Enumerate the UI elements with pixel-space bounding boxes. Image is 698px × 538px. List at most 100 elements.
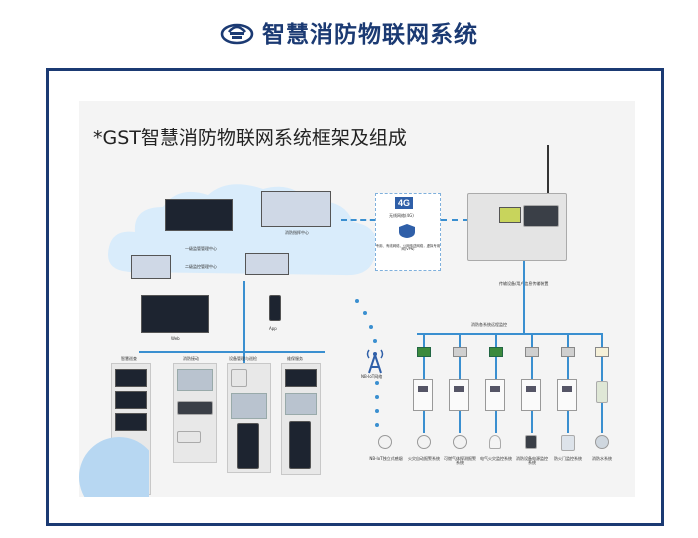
gateway-keypad bbox=[523, 205, 559, 227]
apps-bus-line bbox=[139, 351, 325, 353]
drop-3 bbox=[531, 333, 533, 347]
app-screen-0b bbox=[115, 391, 147, 409]
smoke-detector bbox=[417, 435, 431, 449]
nb-dot bbox=[375, 381, 379, 385]
page-title: 智慧消防物联网系统 bbox=[262, 22, 478, 48]
drop-1 bbox=[459, 333, 461, 347]
diagram-title: *GST智慧消防物联网系统框架及组成 bbox=[93, 127, 407, 149]
controller-2 bbox=[485, 379, 505, 411]
network-dashed-line bbox=[341, 219, 395, 221]
drop-0 bbox=[423, 333, 425, 347]
drop-0c bbox=[423, 411, 425, 433]
network-vpn-label: 专用、有线网络，公网传送网络，虚拟专用网(VPN) bbox=[375, 244, 441, 252]
subsystem-label-0: NB-IoT独立式感烟 bbox=[369, 456, 403, 461]
power-monitor bbox=[525, 435, 537, 449]
module-4 bbox=[561, 347, 575, 357]
drop-4c bbox=[567, 411, 569, 433]
water-sensor bbox=[596, 381, 608, 403]
diagram-frame: *GST智慧消防物联网系统框架及组成 消防指挥中心 一级监管管理中心 二级监控管… bbox=[46, 68, 664, 526]
trunk-line bbox=[243, 281, 245, 401]
page-header: 智慧消防物联网系统 bbox=[0, 14, 698, 50]
drop-4 bbox=[567, 333, 569, 347]
network-wireless-label: 无线网络(4G) bbox=[389, 213, 414, 218]
subsystem-label-3: 电气火灾监控系统 bbox=[480, 456, 512, 461]
pressure-gauge bbox=[595, 435, 609, 449]
drop-2b bbox=[495, 357, 497, 379]
current-sensor bbox=[489, 435, 501, 449]
module-3 bbox=[525, 347, 539, 357]
drop-5 bbox=[601, 333, 603, 347]
app-label-2: 设备管理与巡检 bbox=[229, 356, 257, 361]
nb-dot bbox=[375, 395, 379, 399]
module-2 bbox=[489, 347, 503, 357]
network-dashed-line-2 bbox=[441, 219, 469, 221]
nb-dot bbox=[363, 311, 367, 315]
app-screen-3a bbox=[285, 369, 317, 387]
architecture-diagram: *GST智慧消防物联网系统框架及组成 消防指挥中心 一级监管管理中心 二级监控管… bbox=[79, 101, 635, 497]
gateway-monitoring-label: 消防各系统远程监控 bbox=[471, 322, 507, 327]
fire-control-screen bbox=[261, 191, 331, 227]
controller-0 bbox=[413, 379, 433, 411]
badge-4g: 4G bbox=[395, 197, 414, 209]
app-label-0: 智慧巡查 bbox=[121, 356, 137, 361]
nb-dot bbox=[375, 423, 379, 427]
app-label: App bbox=[269, 326, 277, 331]
subsystem-bus-line bbox=[417, 333, 603, 335]
app-label-3: 维保服务 bbox=[287, 356, 303, 361]
nfc-tag bbox=[231, 369, 247, 387]
subsystem-label-1: 火灾自动报警系统 bbox=[408, 456, 440, 461]
app-screen-0a bbox=[115, 369, 147, 387]
web-monitor bbox=[141, 295, 209, 333]
drop-5c bbox=[601, 403, 603, 433]
level1-photo bbox=[131, 255, 171, 279]
cloud-label-level1: 一级监管管理中心 bbox=[185, 246, 217, 251]
subsystem-label-2: 可燃气体探测报警系统 bbox=[444, 456, 476, 465]
module-5 bbox=[595, 347, 609, 357]
drop-3b bbox=[531, 357, 533, 379]
nb-dot bbox=[375, 409, 379, 413]
app-phone bbox=[269, 295, 281, 321]
controller-3 bbox=[521, 379, 541, 411]
nb-dot bbox=[373, 339, 377, 343]
decor-circle bbox=[79, 437, 149, 497]
app-screen-0c bbox=[115, 413, 147, 431]
drop-5b bbox=[601, 357, 603, 381]
smoke-detector-nbiot bbox=[378, 435, 392, 449]
drop-3c bbox=[531, 411, 533, 433]
drop-4b bbox=[567, 357, 569, 379]
subsystem-label-5: 防火门监控系统 bbox=[554, 456, 582, 461]
cloud-label-level2: 二级监控管理中心 bbox=[185, 264, 217, 269]
fire-cloud-logo-icon bbox=[220, 23, 254, 45]
gateway-down-line bbox=[523, 261, 525, 333]
nb-dot bbox=[355, 299, 359, 303]
app-photo-1a bbox=[177, 369, 213, 391]
level2-photo bbox=[245, 253, 289, 275]
drop-1b bbox=[459, 357, 461, 379]
controller-4 bbox=[557, 379, 577, 411]
app-photo-3 bbox=[285, 393, 317, 415]
controller-1 bbox=[449, 379, 469, 411]
command-center-screen bbox=[165, 199, 233, 231]
gateway-panel bbox=[467, 193, 567, 261]
fire-door bbox=[561, 435, 575, 451]
app-label-1: 消防接动 bbox=[183, 356, 199, 361]
vpn-icon bbox=[399, 224, 415, 238]
cloud-shape bbox=[108, 184, 377, 276]
module-1 bbox=[453, 347, 467, 357]
app-phone-2 bbox=[237, 423, 259, 469]
drop-2c bbox=[495, 411, 497, 433]
gas-detector bbox=[453, 435, 467, 449]
app-phone-3 bbox=[289, 421, 311, 469]
gateway-display bbox=[499, 207, 521, 223]
subsystem-label-4: 消防设备电源监控系统 bbox=[516, 456, 548, 465]
cell-tower-icon bbox=[366, 349, 384, 374]
drop-1c bbox=[459, 411, 461, 433]
web-label: Web bbox=[171, 336, 180, 341]
nbiot-label: NB-IoT网络 bbox=[361, 374, 383, 379]
app-device-1b bbox=[177, 401, 213, 415]
cloud-label-fire-control: 消防指挥中心 bbox=[285, 230, 309, 235]
subsystem-label-6: 消防水系统 bbox=[592, 456, 612, 461]
nb-dot bbox=[369, 325, 373, 329]
drop-0b bbox=[423, 357, 425, 379]
drop-2 bbox=[495, 333, 497, 347]
